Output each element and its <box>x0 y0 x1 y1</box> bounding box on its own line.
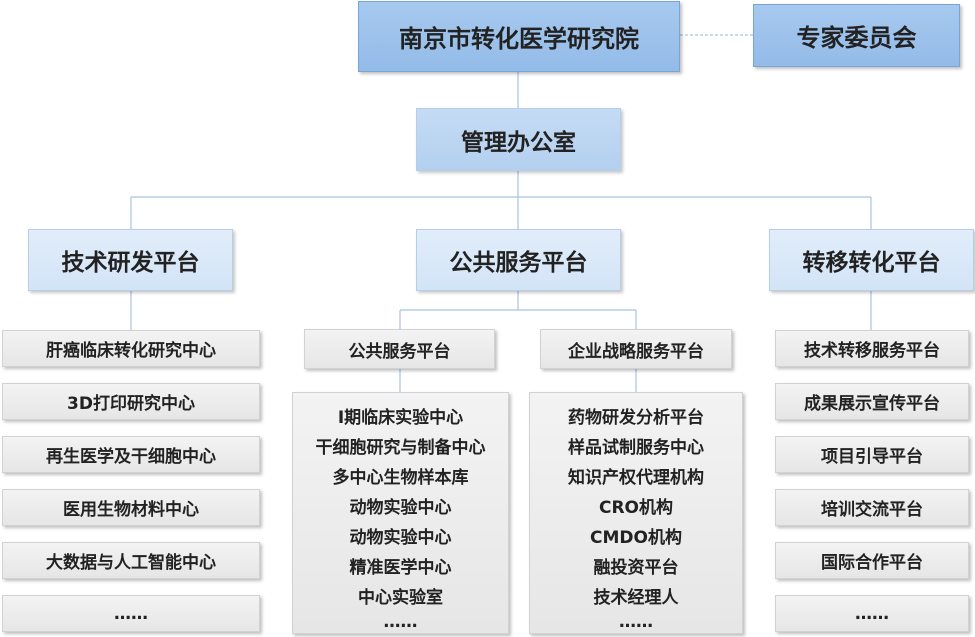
tech-item-label: 肝癌临床转化研究中心 <box>46 341 216 361</box>
enterprise-list-item: 融投资平台 <box>593 558 679 578</box>
institute-label: 南京市转化医学研究院 <box>399 25 639 53</box>
transfer-platform-label: 转移转化平台 <box>802 250 941 276</box>
tech-item: …… <box>2 595 260 632</box>
enterprise-sub-box: 企业战略服务平台 <box>540 329 732 369</box>
public-list-item: 干细胞研究与制备中心 <box>315 438 486 458</box>
enterprise-list-item: 知识产权代理机构 <box>568 468 704 488</box>
public-sub-label: 公共服务平台 <box>348 341 451 362</box>
public-list-item: I期临床实验中心 <box>337 408 464 428</box>
public-platform-box: 公共服务平台 <box>416 229 621 291</box>
transfer-item-label: 技术转移服务平台 <box>804 341 940 361</box>
transfer-item: 国际合作平台 <box>775 542 969 579</box>
tech-item: 3D打印研究中心 <box>2 383 260 420</box>
public-list-item: 动物实验中心 <box>349 498 452 518</box>
tech-item: 再生医学及干细胞中心 <box>2 436 260 473</box>
office-box: 管理办公室 <box>416 108 621 171</box>
transfer-item-label: 国际合作平台 <box>821 553 923 573</box>
transfer-item-label: 成果展示宣传平台 <box>804 394 940 414</box>
enterprise-list-item: CRO机构 <box>598 498 674 518</box>
transfer-item: 项目引导平台 <box>775 436 969 473</box>
public-list-item: 多中心生物样本库 <box>332 468 469 488</box>
tech-platform-box: 技术研发平台 <box>28 229 233 291</box>
committee-box: 专家委员会 <box>753 4 960 67</box>
tech-item: 医用生物材料中心 <box>2 489 260 526</box>
enterprise-list-item: CMDO机构 <box>590 528 682 548</box>
public-platform-label: 公共服务平台 <box>449 250 588 276</box>
enterprise-list-item: …… <box>619 612 653 632</box>
transfer-item: 成果展示宣传平台 <box>775 383 969 420</box>
enterprise-list-item: 药物研发分析平台 <box>568 408 704 428</box>
transfer-item-label: 培训交流平台 <box>821 500 923 520</box>
public-list-item: 精准医学中心 <box>349 558 452 578</box>
public-list-item: 中心实验室 <box>358 588 443 608</box>
public-list-item: 动物实验中心 <box>349 528 452 548</box>
transfer-item: 培训交流平台 <box>775 489 969 526</box>
enterprise-items-list: 药物研发分析平台 样品试制服务中心 知识产权代理机构 CRO机构 CMDO机构 … <box>529 392 743 634</box>
tech-item-label: 大数据与人工智能中心 <box>46 553 216 573</box>
transfer-item-label: …… <box>855 603 889 624</box>
tech-item-label: 医用生物材料中心 <box>63 500 199 520</box>
office-label: 管理办公室 <box>461 129 576 156</box>
transfer-item: 技术转移服务平台 <box>775 330 969 367</box>
public-list-item: …… <box>383 612 418 632</box>
tech-item: 大数据与人工智能中心 <box>2 542 260 579</box>
institute-box: 南京市转化医学研究院 <box>358 1 680 72</box>
enterprise-list-item: 技术经理人 <box>593 588 679 608</box>
enterprise-sub-label: 企业战略服务平台 <box>568 341 704 362</box>
tech-item-label: 再生医学及干细胞中心 <box>46 447 216 467</box>
tech-item-label: …… <box>114 603 148 624</box>
transfer-item-label: 项目引导平台 <box>821 447 923 467</box>
public-sub-box: 公共服务平台 <box>304 329 495 369</box>
public-items-list: I期临床实验中心 干细胞研究与制备中心 多中心生物样本库 动物实验中心 动物实验… <box>292 392 509 634</box>
tech-platform-label: 技术研发平台 <box>61 250 200 276</box>
transfer-item: …… <box>775 595 969 632</box>
transfer-platform-box: 转移转化平台 <box>769 229 974 291</box>
enterprise-list-item: 样品试制服务中心 <box>568 438 704 458</box>
committee-label: 专家委员会 <box>796 24 917 52</box>
tech-item-label: 3D打印研究中心 <box>67 394 195 414</box>
tech-item: 肝癌临床转化研究中心 <box>2 330 260 367</box>
